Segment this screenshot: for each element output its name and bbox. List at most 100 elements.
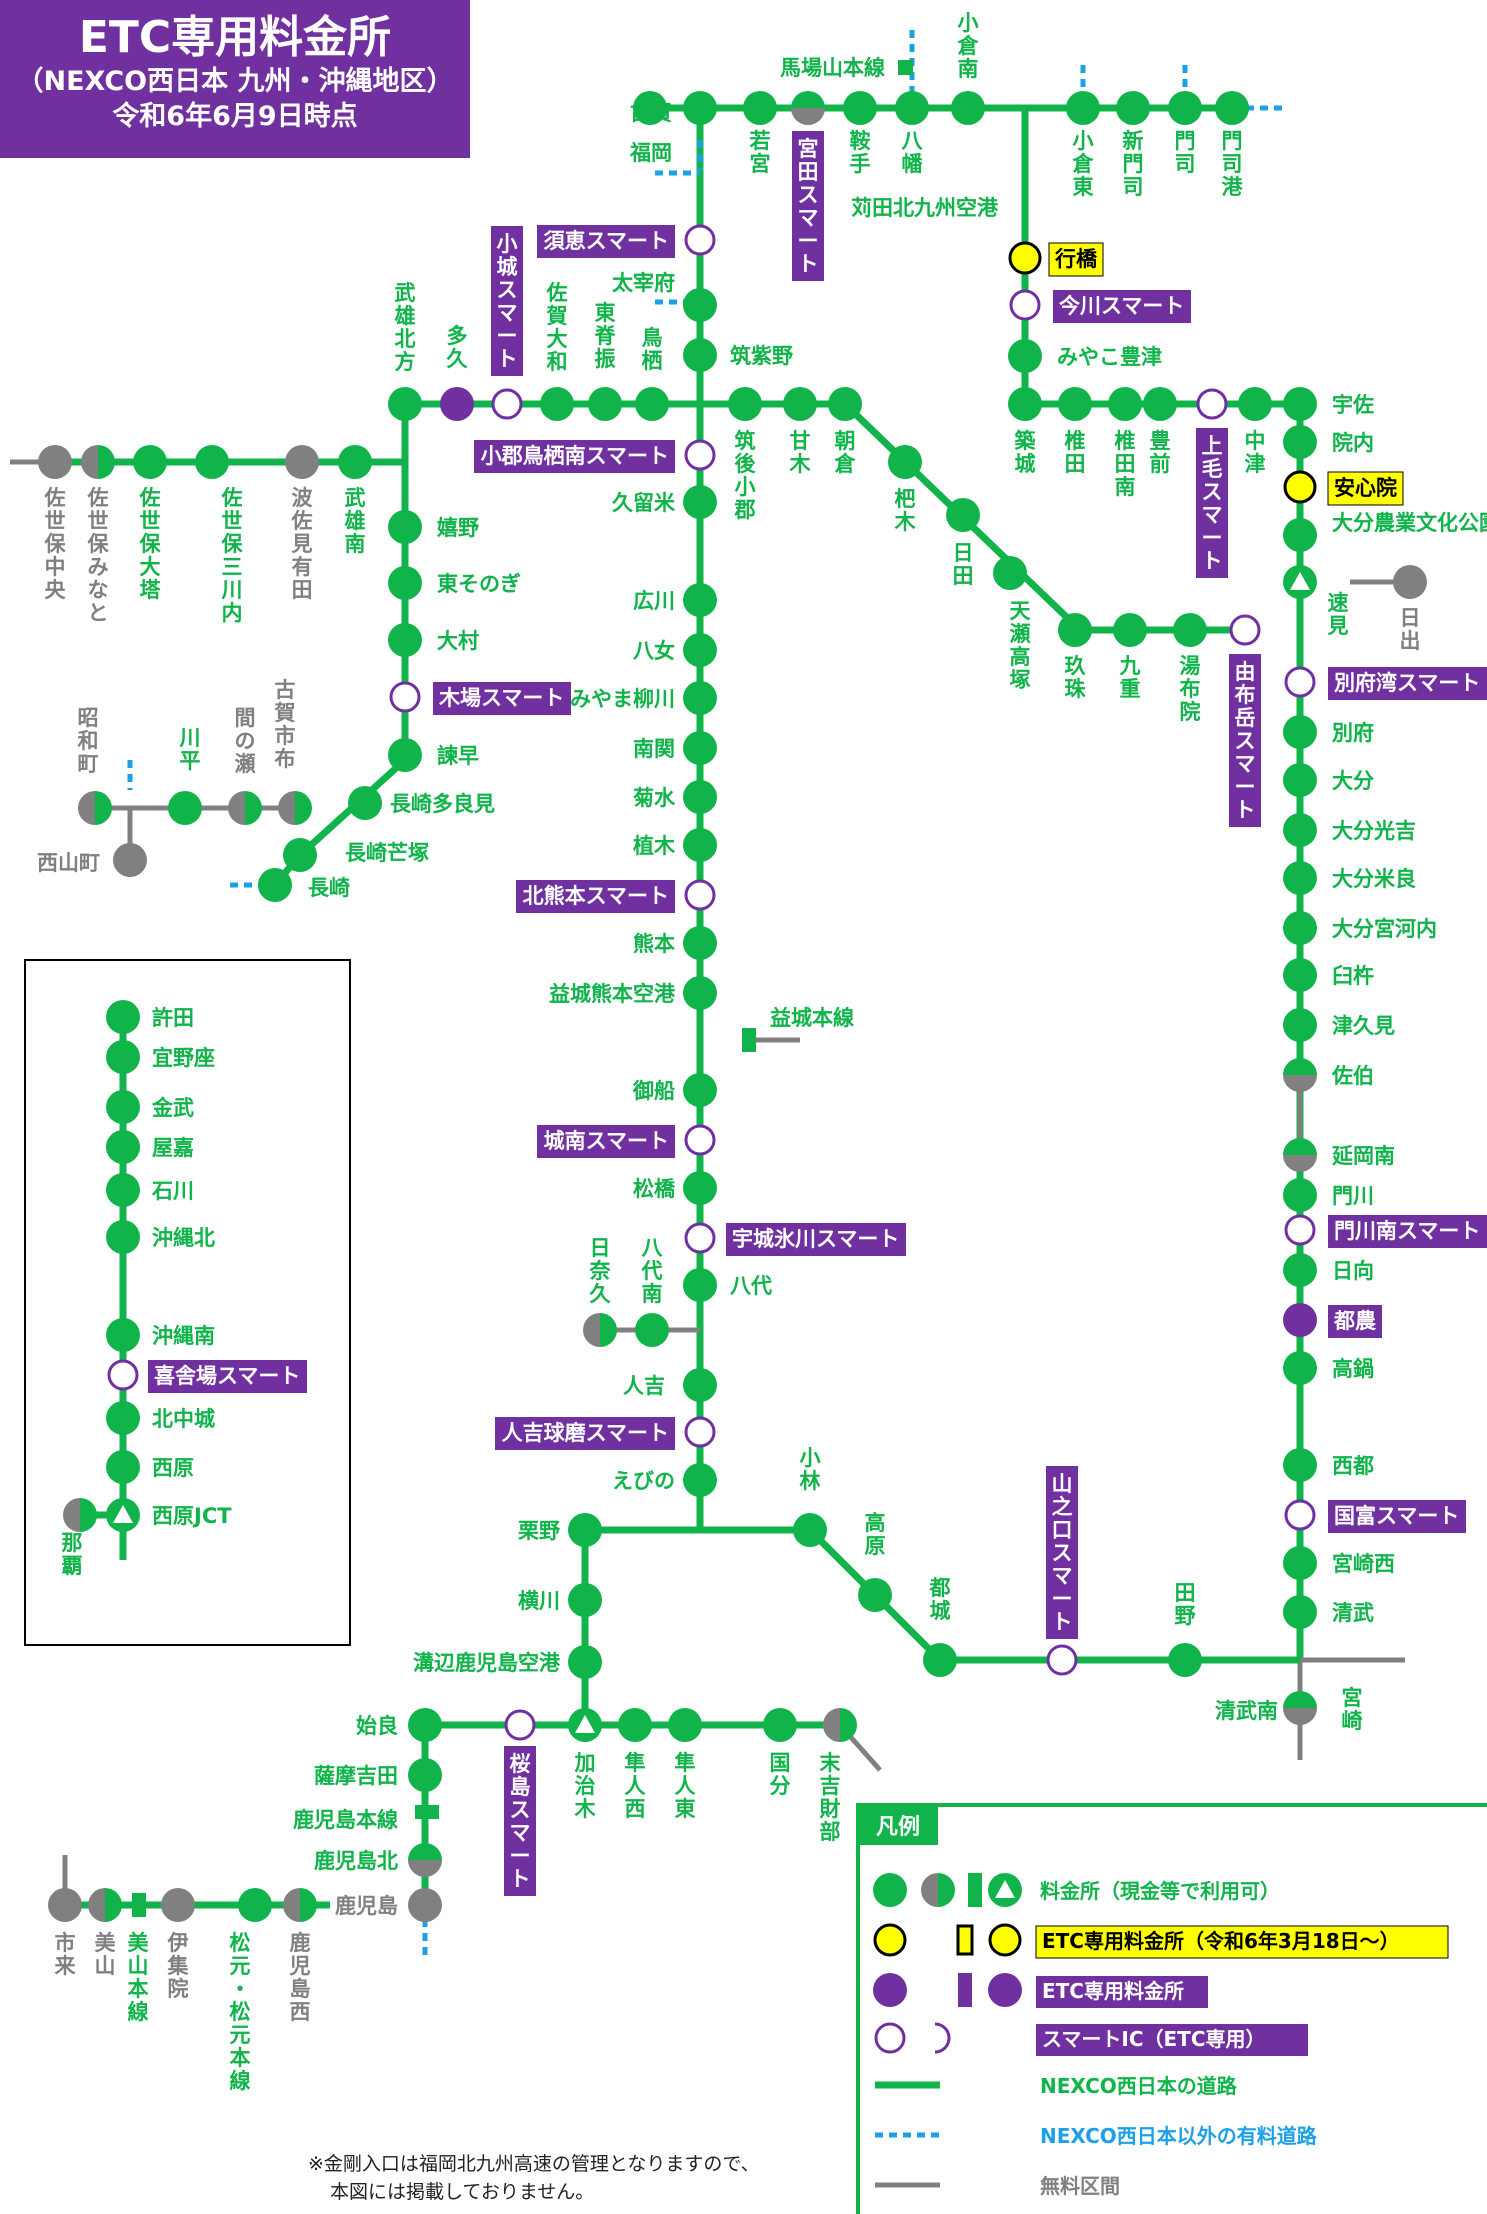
label-yatsushiro: 八代 [730, 1274, 772, 1298]
station-kitakumamoto [684, 879, 716, 911]
station-nagasaki-shibatsuka [283, 838, 317, 872]
label-ogori_smart-box [474, 440, 675, 473]
label-kin: 金武 [151, 1096, 194, 1120]
label-shiida_minami: 椎田南 [1115, 429, 1136, 499]
label-higashisefuri: 東脊振 [594, 301, 617, 371]
label-hinagu: 日奈久 [589, 1236, 612, 1306]
station-miyama-barrier [132, 1893, 146, 1917]
station-sasebo-mikawa [195, 445, 229, 479]
station-haki [888, 445, 922, 479]
label-kunitomi-box [1328, 1500, 1466, 1533]
legend-other_toll: NEXCO西日本以外の有料道路 [1040, 2124, 1318, 2148]
label-kanda: 苅田北九州空港 [851, 196, 999, 220]
station-hasami [285, 445, 319, 479]
station-sasebo-minato-left [81, 445, 98, 479]
station-kiba [389, 681, 421, 713]
page-subtitle: （NEXCO西日本 九州・沖縄地区） [16, 66, 454, 97]
label-sakurajima_smart-box [504, 1746, 536, 1896]
station-mase-right [245, 791, 262, 825]
legend-title-box [858, 1805, 938, 1845]
station-nobeoka-minami-top [1283, 1138, 1317, 1155]
label-hayato_nishi: 隼人西 [625, 1751, 646, 1821]
station-sueyoshi-right [840, 1708, 857, 1742]
label-asakura: 朝倉 [834, 429, 857, 476]
station-miyata-bottom [791, 108, 825, 125]
label-ureshino: 嬉野 [437, 516, 479, 540]
label-nagasaki: 長崎 [308, 876, 350, 900]
station-yufuin [1173, 613, 1207, 647]
station-kunitomi [1284, 1499, 1316, 1531]
station-higashisefuri [588, 387, 622, 421]
label-kokura_minami: 小倉南 [957, 11, 980, 81]
station-ichiki [48, 1888, 82, 1922]
station-hitoyoshi-kuma [684, 1416, 716, 1448]
label-higashisonogi: 東そのぎ [437, 572, 521, 596]
station-chikushino [683, 338, 717, 372]
label-amagi: 甘木 [789, 429, 812, 476]
label-kadogawa_minami-box [1328, 1215, 1487, 1248]
label-satsuma_yoshida: 薩摩吉田 [314, 1764, 398, 1788]
road-kagoshima [581, 1526, 700, 1725]
station-hayato-higashi [668, 1708, 702, 1742]
station-hyuga [1283, 1253, 1317, 1287]
station-kishaba [107, 1359, 139, 1391]
label-ajimu-box [1327, 471, 1404, 506]
label-ebino: えびの [612, 1469, 675, 1493]
station-saito [1283, 1448, 1317, 1482]
label-nagasaki_tarami: 長崎多良見 [390, 792, 495, 816]
station-kagoshima-kita-bottom [408, 1860, 442, 1877]
station-kouge [1196, 388, 1228, 420]
label-nobeoka_minami: 延岡南 [1331, 1144, 1395, 1168]
legend-new-circle [873, 1923, 907, 1957]
label-nakatsu: 中津 [1245, 429, 1266, 476]
label-tano: 田野 [1175, 1581, 1196, 1628]
label-kajiki: 加治木 [574, 1751, 597, 1821]
footnote-line-2: 本図には掲載しておりません。 [330, 2181, 595, 2203]
station-ogori [684, 439, 716, 471]
station-mashiki-barrier [742, 1028, 756, 1052]
station-babayama-barrier [898, 60, 913, 75]
station-miyama-right [105, 1888, 122, 1922]
label-miyata_smart: 宮田スマート [798, 137, 819, 276]
label-ogi_smart: 小城スマート [497, 232, 518, 371]
label-aira: 始良 [356, 1714, 398, 1738]
label-oita_nogyo: 大分農業文化公園 [1332, 511, 1487, 535]
station-takanabe [1283, 1351, 1317, 1385]
legend-title: 凡例 [876, 1815, 920, 1840]
label-kagoshima_nishi: 鹿児島西 [289, 1931, 311, 2024]
station-jonan [684, 1124, 716, 1156]
label-wakamiya: 若宮 [749, 129, 771, 176]
station-kikusui [683, 780, 717, 814]
legend-nexco_road: NEXCO西日本の道路 [1040, 2074, 1238, 2098]
label-yamanokuchi: 山之口スマート [1052, 1472, 1073, 1634]
station-takaharu [858, 1578, 892, 1612]
label-jonan_smart-box [537, 1125, 675, 1158]
station-hitoyoshi [683, 1368, 717, 1402]
label-saga_yamato: 佐賀大和 [546, 281, 568, 374]
label-kagoshima: 鹿児島 [335, 1894, 398, 1918]
label-ogi_smart-box [491, 226, 523, 376]
legend-smart-half [934, 2022, 951, 2054]
station-usuki [1283, 958, 1317, 992]
label-tsukumi: 津久見 [1332, 1014, 1395, 1038]
station-yahata [895, 91, 929, 125]
station-naha-right [80, 1498, 97, 1532]
station-sueyoshi-left [823, 1708, 840, 1742]
station-kadogawa [1283, 1178, 1317, 1212]
legend-free: 無料区間 [1040, 2174, 1120, 2198]
label-tosu: 鳥栖 [642, 326, 663, 373]
label-amagase: 天瀬高塚 [1010, 599, 1032, 692]
station-mizobe [568, 1645, 602, 1679]
station-kusu [1058, 613, 1092, 647]
station-innai [1283, 425, 1317, 459]
legend-toll-circle [873, 1873, 907, 1907]
station-mojiko [1215, 91, 1249, 125]
label-kumamoto: 熊本 [633, 932, 675, 956]
station-yaka [106, 1130, 140, 1164]
station-miyama-left [88, 1888, 105, 1922]
label-yufudake: 由布岳スマート [1235, 660, 1256, 822]
station-amagi [783, 387, 817, 421]
legend-toll-half-left [921, 1873, 938, 1907]
station-oita-miyakawauchi [1283, 911, 1317, 945]
legend-toll_cash: 料金所（現金等で利用可） [1040, 1879, 1280, 1903]
